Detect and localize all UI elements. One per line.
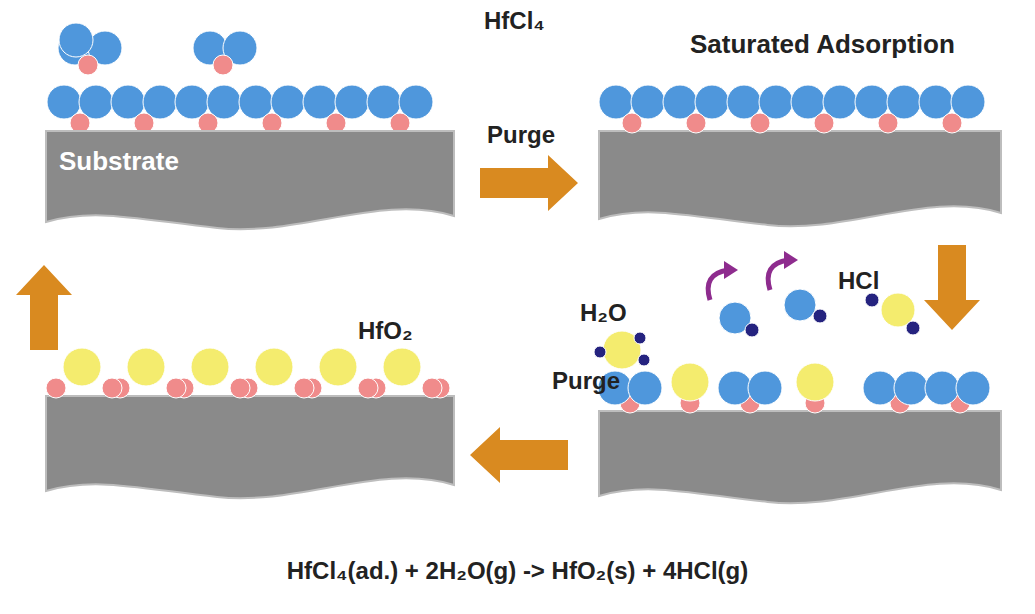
hafnium-oxide [319, 348, 357, 386]
chlorine-atom [863, 371, 897, 405]
hafnium-oxide [671, 363, 709, 401]
substrate-block: Substrate [45, 130, 455, 238]
hydrogen-atom [745, 323, 759, 337]
cycle-arrow [480, 155, 578, 211]
reactant-label: H₂O [580, 300, 627, 326]
oxygen-atom [46, 378, 66, 398]
oxygen-atom [942, 113, 962, 133]
oxygen-atom [102, 378, 122, 398]
hafnium-oxide [383, 348, 421, 386]
substrate-block [599, 131, 1001, 226]
byproduct-label: HCl [838, 268, 879, 294]
release-arrowhead [724, 261, 738, 279]
oxygen-atom [230, 378, 250, 398]
oxygen-atom [358, 378, 378, 398]
oxygen-atom [750, 113, 770, 133]
hafnium-oxide [255, 348, 293, 386]
oxygen-atom [294, 378, 314, 398]
cycle-arrow [924, 245, 980, 330]
hydrogen-atom [638, 354, 650, 366]
oxygen-atom [686, 113, 706, 133]
purge-label: Purge [552, 368, 620, 394]
oxygen-atom [878, 113, 898, 133]
oxygen-atom [213, 55, 233, 75]
hydrogen-atom [865, 293, 879, 307]
hafnium-oxide [191, 348, 229, 386]
oxygen-atom [422, 378, 442, 398]
hydrogen-atom [813, 309, 827, 323]
chlorine-atom [894, 371, 928, 405]
hafnium-oxide [63, 348, 101, 386]
oxygen-atom [166, 378, 186, 398]
chlorine-atom [59, 23, 93, 57]
hydrogen-atom [634, 332, 646, 344]
chlorine-atom [784, 289, 816, 321]
substrate-label: Substrate [45, 130, 179, 177]
precursor-label: HfCl₄ [484, 8, 545, 34]
chlorine-atom [748, 371, 782, 405]
reaction-equation: HfCl₄(ad.) + 2H₂O(g) -> HfO₂(s) + 4HCl(g… [287, 558, 748, 584]
oxygen-atom [622, 113, 642, 133]
substrate-block [599, 411, 1001, 503]
oxygen-atom [78, 55, 98, 75]
hafnium-oxide [796, 363, 834, 401]
step-label: Saturated Adsorption [690, 30, 955, 59]
hydrogen-atom [594, 346, 606, 358]
hydrogen-atom [906, 321, 920, 335]
chlorine-atom [628, 371, 662, 405]
chlorine-atom [925, 371, 959, 405]
chlorine-atom [718, 371, 752, 405]
oxygen-atom [814, 113, 834, 133]
film-label: HfO₂ [358, 318, 413, 344]
cycle-arrow [16, 265, 72, 350]
release-arrowhead [784, 251, 798, 269]
hafnium-oxide [127, 348, 165, 386]
substrate-block [46, 396, 454, 498]
purge-label: Purge [487, 122, 555, 148]
cycle-arrow [470, 427, 568, 483]
chlorine-atom [956, 371, 990, 405]
